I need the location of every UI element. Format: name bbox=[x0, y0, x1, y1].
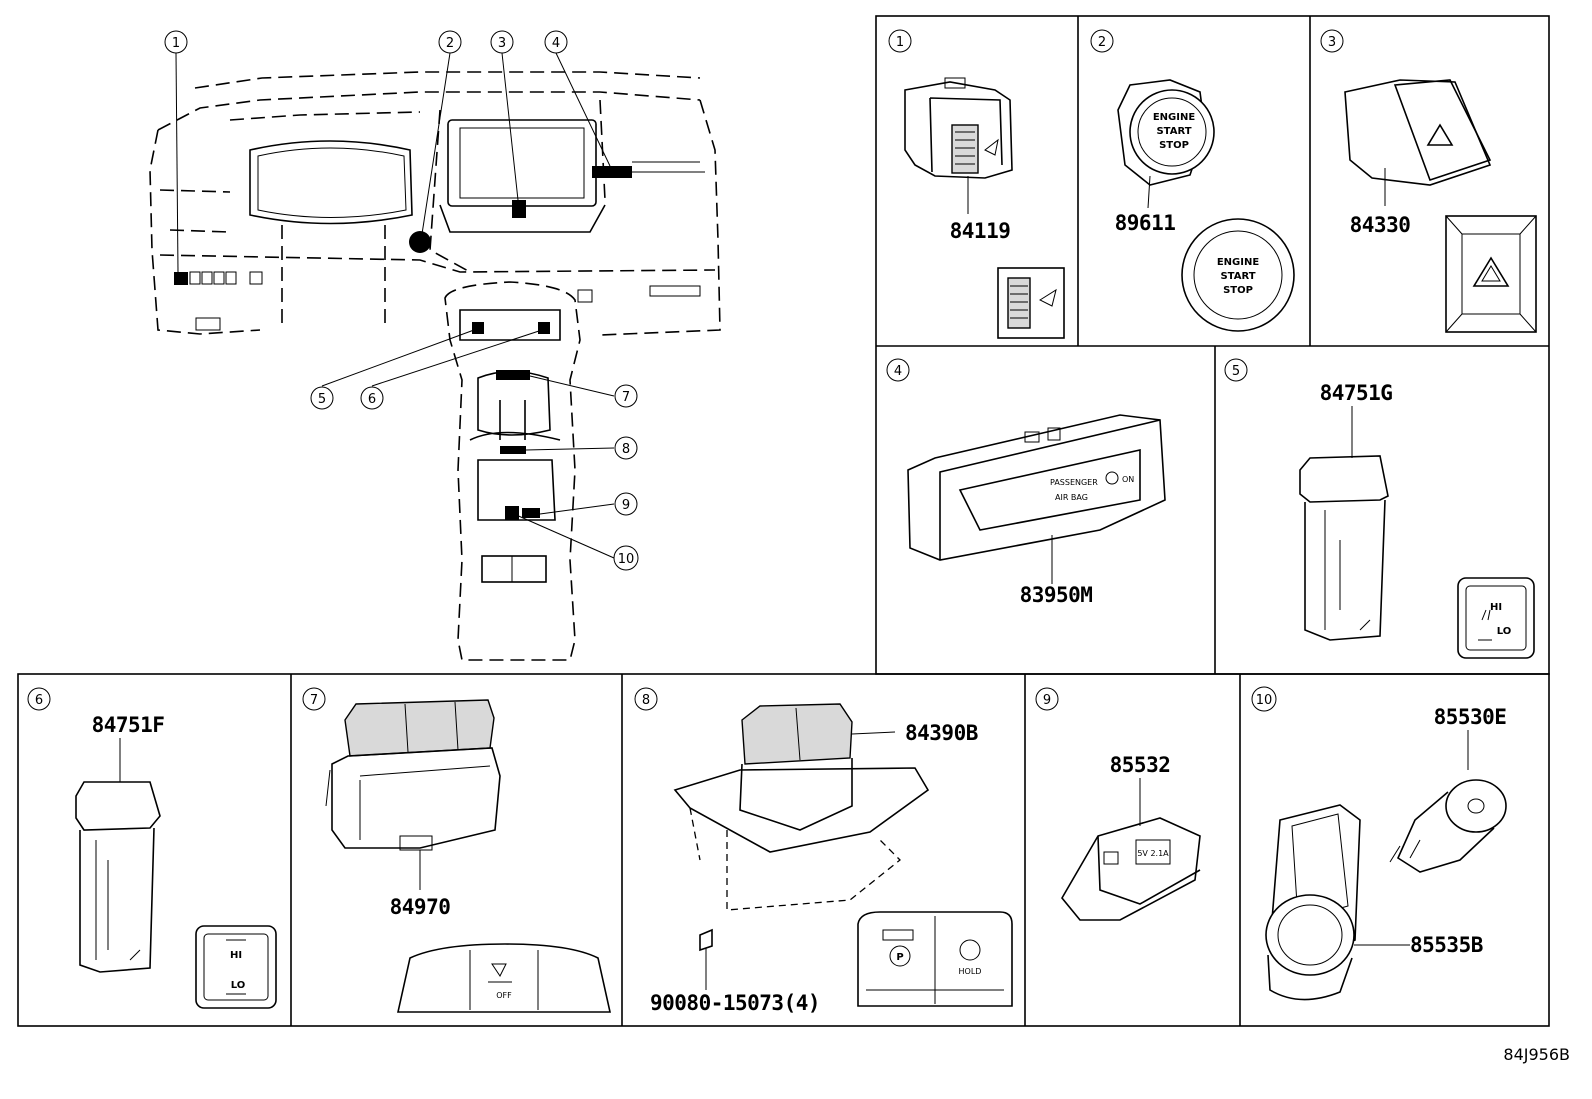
svg-text:STOP: STOP bbox=[1223, 285, 1253, 296]
svg-text:2: 2 bbox=[446, 36, 454, 51]
diagram-code: 84J956B bbox=[1503, 1045, 1570, 1064]
svg-text:5: 5 bbox=[1232, 364, 1240, 379]
part-84119: 84119 bbox=[950, 219, 1011, 243]
svg-text:STOP: STOP bbox=[1159, 140, 1189, 151]
svg-text:ENGINE: ENGINE bbox=[1217, 257, 1259, 268]
part-84330: 84330 bbox=[1350, 213, 1411, 237]
svg-text:1: 1 bbox=[896, 35, 904, 50]
svg-text:P: P bbox=[896, 952, 903, 963]
part-84751G: 84751G bbox=[1320, 381, 1393, 405]
svg-text:HI: HI bbox=[230, 950, 242, 961]
panel-grid bbox=[17, 15, 1550, 1027]
panel-2-start-button: ENGINE START STOP 89611 ENGINE START STO… bbox=[1115, 79, 1295, 332]
svg-text:PASSENGER: PASSENGER bbox=[1050, 478, 1098, 487]
dashboard-overview bbox=[149, 71, 721, 661]
callout-6: 6 bbox=[360, 386, 384, 410]
svg-text:6: 6 bbox=[35, 693, 43, 708]
callout-7: 7 bbox=[614, 384, 638, 408]
part-89611: 89611 bbox=[1115, 211, 1176, 235]
part-84751F: 84751F bbox=[92, 713, 165, 737]
callout-9: 9 bbox=[614, 492, 638, 516]
svg-text:7: 7 bbox=[622, 390, 630, 405]
part-84390B: 84390B bbox=[905, 721, 978, 745]
panel-3-hazard-switch: 84330 bbox=[1344, 79, 1537, 333]
part-90080-15073: 90080-15073(4) bbox=[650, 991, 820, 1015]
svg-text:10: 10 bbox=[618, 552, 635, 567]
svg-text:ENGINE: ENGINE bbox=[1153, 112, 1195, 123]
panel-9-usb-port: 85532 5V 2.1A bbox=[1061, 753, 1201, 921]
svg-text:4: 4 bbox=[894, 364, 902, 379]
part-83950M: 83950M bbox=[1020, 583, 1093, 607]
part-84970: 84970 bbox=[390, 895, 451, 919]
callout-5: 5 bbox=[310, 386, 334, 410]
overview-callouts: 1 2 3 4 5 6 7 8 9 10 bbox=[164, 30, 639, 571]
callout-3: 3 bbox=[490, 30, 514, 54]
svg-text:OFF: OFF bbox=[496, 991, 512, 1000]
part-85535B: 85535B bbox=[1410, 933, 1483, 957]
panel-5-seat-heater: 84751G HI LO bbox=[1299, 381, 1535, 659]
panel-4-airbag-indicator: PASSENGER AIR BAG ON 83950M bbox=[907, 414, 1166, 607]
svg-text:7: 7 bbox=[310, 693, 318, 708]
panel-7-vsc-off-switch: 84970 OFF bbox=[325, 699, 611, 1013]
svg-text:9: 9 bbox=[1043, 693, 1051, 708]
svg-text:HI: HI bbox=[1490, 602, 1502, 613]
svg-text:5V 2.1A: 5V 2.1A bbox=[1137, 849, 1169, 858]
panel-1-switch: 84119 bbox=[904, 77, 1065, 339]
panel-10-power-outlet: 85530E 85535B bbox=[1265, 705, 1507, 1001]
overview-leaders bbox=[175, 52, 615, 559]
panel-6-seat-heater: 84751F HI LO bbox=[75, 713, 277, 1009]
svg-text:4: 4 bbox=[552, 36, 560, 51]
part-85532: 85532 bbox=[1110, 753, 1171, 777]
svg-text:8: 8 bbox=[622, 442, 630, 457]
callout-10: 10 bbox=[613, 545, 639, 571]
svg-text:ON: ON bbox=[1122, 475, 1134, 484]
svg-text:5: 5 bbox=[318, 392, 326, 407]
svg-text:START: START bbox=[1220, 271, 1255, 282]
callout-8: 8 bbox=[614, 436, 638, 460]
part-85530E: 85530E bbox=[1434, 705, 1507, 729]
svg-text:2: 2 bbox=[1098, 35, 1106, 50]
callout-2: 2 bbox=[438, 30, 462, 54]
svg-text:HOLD: HOLD bbox=[959, 967, 982, 976]
panel-number-circles: 1 2 3 4 5 6 7 8 9 10 bbox=[27, 29, 1344, 712]
svg-text:1: 1 bbox=[172, 36, 180, 51]
svg-text:9: 9 bbox=[622, 498, 630, 513]
svg-text:3: 3 bbox=[498, 36, 506, 51]
svg-text:AIR BAG: AIR BAG bbox=[1055, 493, 1088, 502]
panel-8-parking-brake-switch: 84390B 90080-15073(4) P HOLD bbox=[650, 703, 1013, 1015]
svg-text:START: START bbox=[1156, 126, 1191, 137]
svg-text:LO: LO bbox=[1497, 626, 1512, 637]
svg-text:LO: LO bbox=[231, 980, 246, 991]
svg-text:6: 6 bbox=[368, 392, 376, 407]
svg-text:8: 8 bbox=[642, 693, 650, 708]
svg-text:3: 3 bbox=[1328, 35, 1336, 50]
svg-text:10: 10 bbox=[1256, 693, 1273, 708]
callout-4: 4 bbox=[544, 30, 568, 54]
callout-1: 1 bbox=[164, 30, 188, 54]
